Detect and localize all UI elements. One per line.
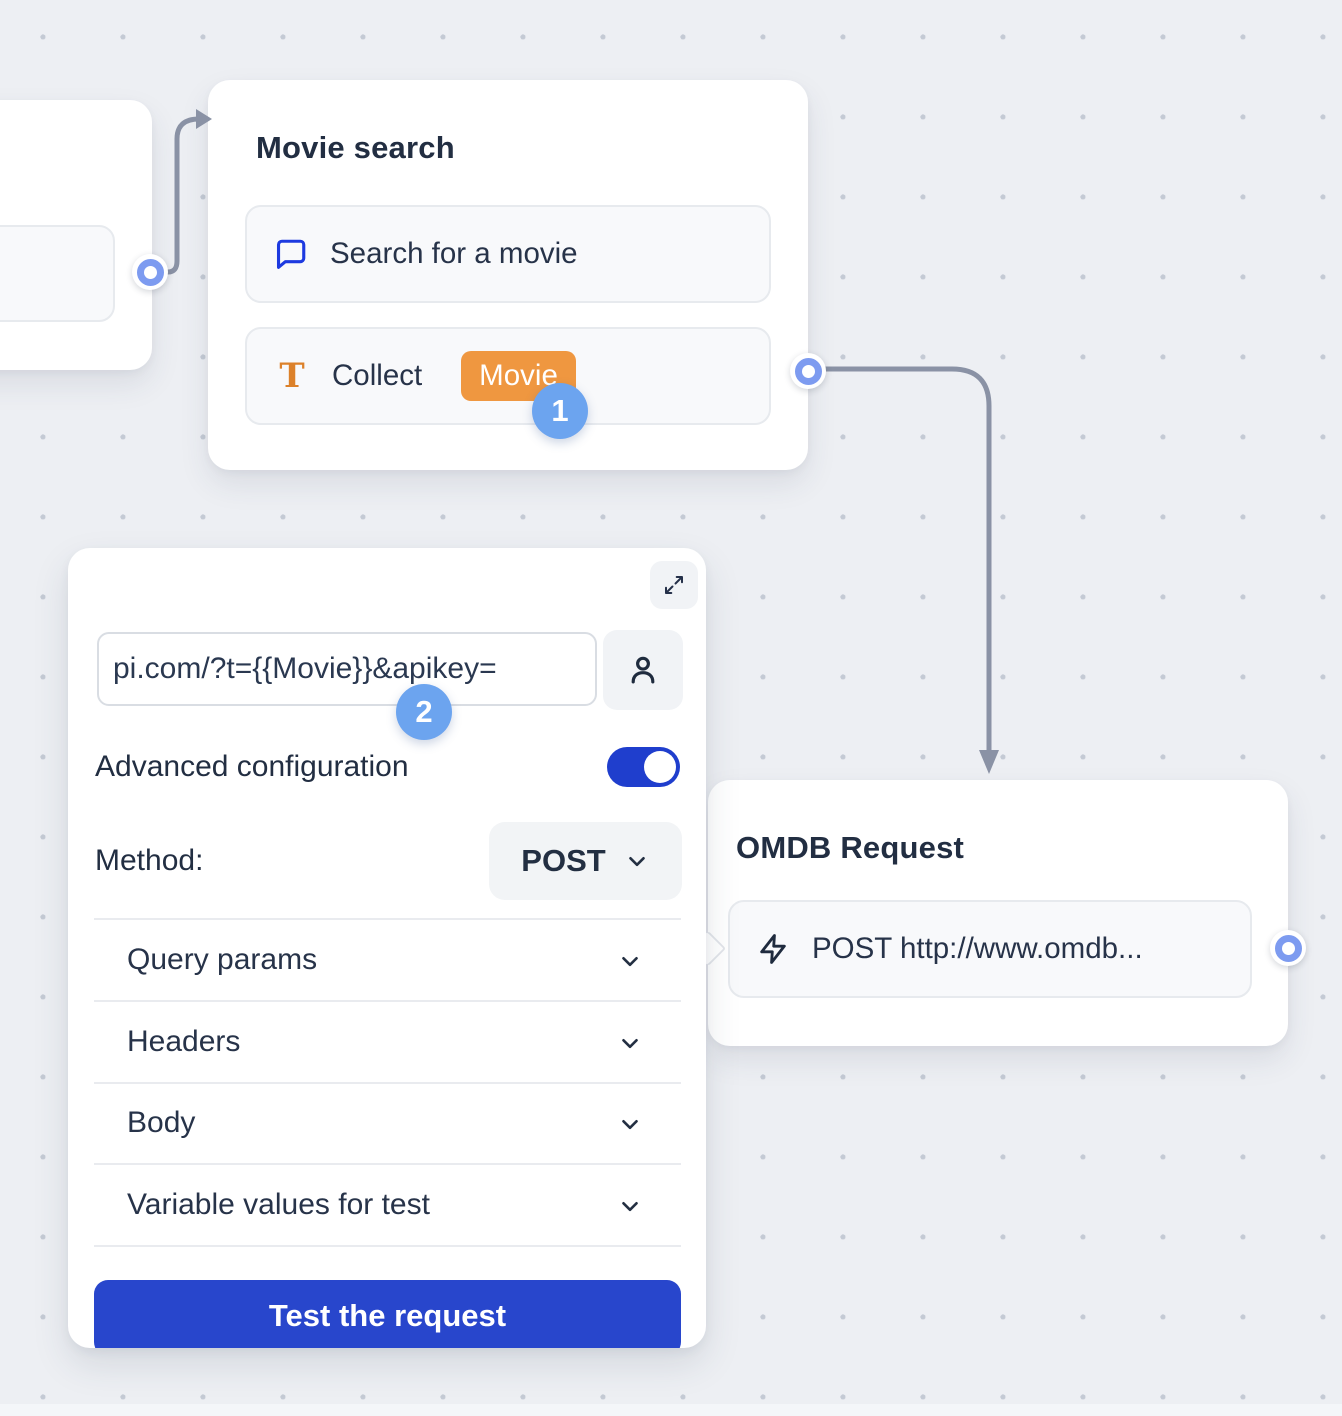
omdb-request-node[interactable]: OMDB Request POST http://www.omdb... [708,780,1288,1046]
toggle-knob [644,751,676,783]
expand-button[interactable] [650,561,698,609]
method-row: Method: POST [95,822,682,900]
step-badge-1: 1 [532,383,588,439]
lightning-icon [756,932,790,966]
port-ring [794,357,822,385]
chevron-down-icon[interactable] [617,948,643,974]
node-title: OMDB Request [736,830,965,865]
port-ring [136,258,164,286]
divider [94,1000,681,1002]
text-input-icon: T [279,356,305,396]
port-ring [1274,934,1302,962]
section-query-params[interactable]: Query params [94,920,681,1000]
divider [94,1245,681,1247]
test-request-button[interactable]: Test the request [94,1280,681,1348]
section-label: Query params [127,943,318,976]
person-icon [624,651,662,689]
advanced-configuration-toggle[interactable] [607,747,680,787]
chevron-down-icon [624,848,650,874]
section-label: Body [127,1106,196,1139]
output-port-omdb[interactable] [1270,930,1306,966]
advanced-configuration-label: Advanced configuration [95,750,409,783]
section-label: Headers [127,1025,241,1058]
node-title: Movie search [256,130,455,165]
method-label: Method: [95,844,204,877]
step-badge-2: 2 [396,684,452,740]
message-block[interactable]: Search for a movie [245,205,771,303]
url-input[interactable]: pi.com/?t={{Movie}}&apikey= [97,632,597,706]
movie-search-node[interactable]: Movie search Search for a movie T Collec… [208,80,808,470]
chevron-down-icon[interactable] [617,1030,643,1056]
divider [94,1082,681,1084]
section-headers[interactable]: Headers [94,1002,681,1082]
section-body[interactable]: Body [94,1083,681,1163]
webhook-block-label: POST http://www.omdb... [812,932,1143,965]
section-variable-values[interactable]: Variable values for test [94,1165,681,1245]
webhook-config-panel: pi.com/?t={{Movie}}&apikey= Advanced con… [68,548,706,1348]
partial-node-block[interactable] [0,225,115,322]
chevron-down-icon[interactable] [617,1193,643,1219]
output-port-partial-node[interactable] [132,254,168,290]
chat-bubble-icon [274,237,308,271]
bottom-strip [0,1404,1342,1416]
variables-button[interactable] [603,630,683,710]
expand-icon [662,573,686,597]
webhook-block[interactable]: POST http://www.omdb... [728,900,1252,998]
chevron-down-icon[interactable] [617,1111,643,1137]
divider [94,1163,681,1165]
collect-block-label: Collect [332,359,423,392]
message-block-label: Search for a movie [330,237,578,270]
collect-block[interactable]: T Collect Movie [245,327,771,425]
method-value: POST [521,843,606,878]
divider [94,918,681,920]
advanced-configuration-row: Advanced configuration [95,747,680,787]
output-port-movie-search[interactable] [790,353,826,389]
method-dropdown[interactable]: POST [489,822,682,900]
section-label: Variable values for test [127,1188,430,1221]
